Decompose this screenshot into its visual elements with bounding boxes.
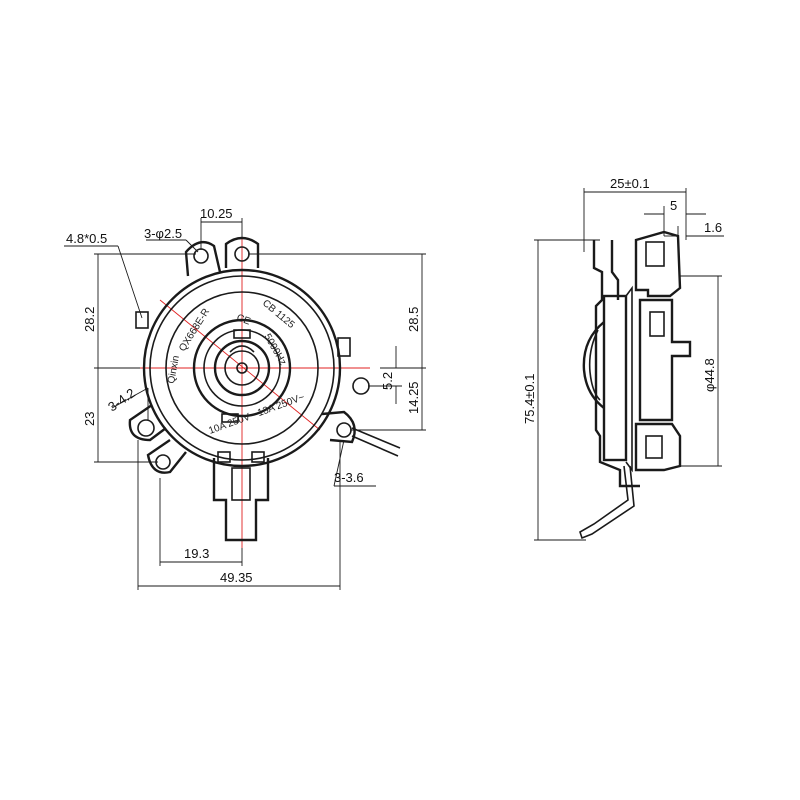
svg-text:49.35: 49.35 [220,570,253,585]
center-pin [236,362,248,374]
dome-ring [213,339,271,397]
right-terminal [337,337,351,357]
side-body [579,230,692,540]
side-top-block [634,230,682,298]
side-housing-edge [625,285,633,473]
dim-3-4-2: 3-4.2 [105,385,149,420]
side-mid-block [638,298,692,422]
dome-inner [224,350,260,386]
marking-brand: Qinxin [166,355,182,385]
svg-text:19.3: 19.3 [184,546,209,561]
dim-23: 23 [82,368,158,463]
svg-text:23: 23 [82,412,97,426]
side-dome [582,321,605,409]
side-lead-wire [579,465,635,540]
bottom-clip [221,413,239,423]
side-housing [602,294,628,462]
svg-text:3-3.6: 3-3.6 [334,470,364,485]
mid-ring [165,291,319,445]
outer-ring-inner [149,275,335,461]
svg-text:10.25: 10.25 [200,206,233,221]
svg-text:25±0.1: 25±0.1 [610,176,650,191]
dim-28-5: 28.5 [248,253,426,369]
marking-temp: 5000Hz [261,332,288,367]
left-lug-hole [137,419,155,437]
dim-19-3: 19.3 [159,478,243,566]
left-terminal [135,311,149,329]
terminal-marker-right [251,451,265,463]
svg-text:28.2: 28.2 [82,307,97,332]
dim-1-6: 1.6 [664,220,724,246]
side-body-left-outline [592,240,640,488]
lower-left-lug-outline [146,439,187,474]
marking-ce: CE [235,312,252,327]
svg-text:14.25: 14.25 [406,381,421,414]
dim-3-3-6: 3-3.6 [333,439,376,487]
upper-left-lug [184,240,222,277]
diagonal-centerline [159,299,321,431]
dim-10-25: 10.25 [200,206,243,250]
side-mid-terminal [649,311,665,337]
outer-ring [142,268,342,468]
dim-75-4: 75.4±0.1 [522,239,600,541]
svg-text:75.4±0.1: 75.4±0.1 [522,373,537,424]
svg-text:5: 5 [670,198,677,213]
side-bottom-inner [645,435,663,459]
dome-clip [229,345,255,353]
dim-3-d2-5: 3-φ2.5 [144,226,199,253]
right-lug [321,337,401,457]
side-top-inner [645,241,665,267]
svg-text:3-φ2.5: 3-φ2.5 [144,226,182,241]
dim-28-2: 28.2 [82,253,196,369]
svg-text:φ44.8: φ44.8 [702,358,717,392]
side-dome-inner [588,329,601,401]
bottom-terminal [212,451,270,542]
terminal-housing [212,458,270,542]
lead-wire [351,427,401,457]
lower-left-lug-hole [155,454,171,470]
svg-text:28.5: 28.5 [406,307,421,332]
terminal-blade [231,467,251,501]
front-view: QX668E-R CB 1125 5000Hz CE 10A 250V~ 13A… [64,206,426,590]
right-lug-hole [336,422,352,438]
dim-49-35: 49.35 [137,440,341,590]
dim-4-8x0-5: 4.8*0.5 [64,231,143,319]
svg-text:3-4.2: 3-4.2 [105,385,138,414]
right-lug-outline [321,410,356,444]
top-clip [233,329,251,339]
terminal-marker-left [217,451,231,463]
svg-text:5.2: 5.2 [380,372,395,390]
cap-ring [192,318,292,418]
marking-model: QX668E-R [177,307,212,354]
side-bottom-block [634,422,682,472]
side-body-flange [610,240,620,300]
upper-left-lug-hole [193,248,209,264]
side-view: 25±0.1 5 1.6 75.4±0.1 φ44.8 [522,176,724,541]
thermostat-body [142,268,342,468]
svg-text:1.6: 1.6 [704,220,722,235]
upper-left-lug-outline [184,240,222,277]
left-lug-outline [128,404,167,442]
dim-44-8: φ44.8 [680,275,722,467]
dim-5-2: 5.2 [368,346,402,404]
dim-14-25: 14.25 [350,368,426,431]
svg-text:4.8*0.5: 4.8*0.5 [66,231,107,246]
dim-5: 5 [644,198,706,236]
right-side-hole [352,377,370,395]
